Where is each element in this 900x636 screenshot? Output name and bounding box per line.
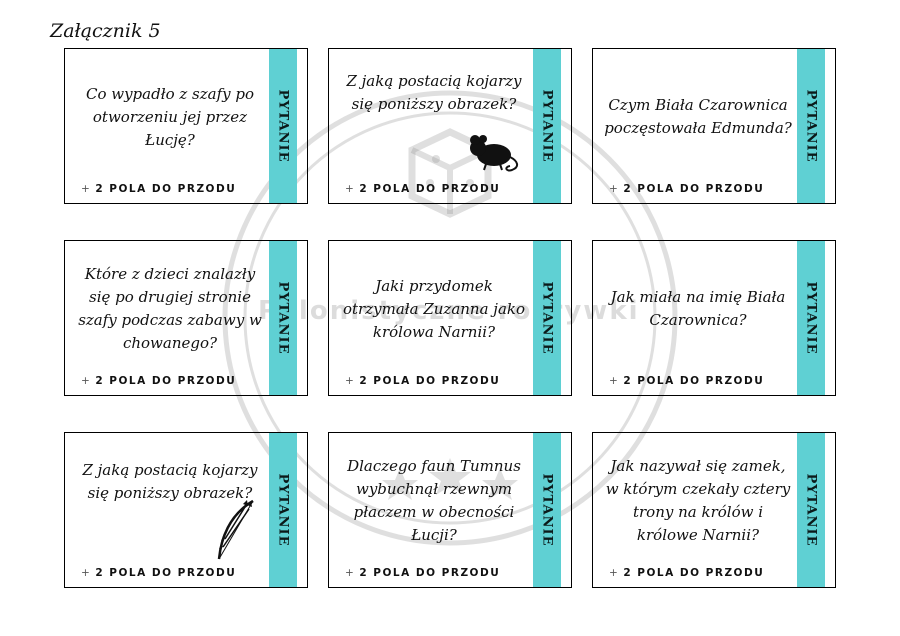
card-reward: +2 POLA DO PRZODU (81, 183, 237, 195)
question-card: Dlaczego faun Tumnus wybuchnął rzewnym p… (328, 432, 572, 588)
card-question: Jak miała na imię Biała Czarownica? (610, 288, 786, 329)
card-label: PYTANIE (803, 281, 819, 355)
card-label: PYTANIE (539, 89, 555, 163)
question-card: Jaki przydomek otrzymała Zuzanna jako kr… (328, 240, 572, 396)
card-label-strip: PYTANIE (269, 49, 297, 203)
card-question: Z jaką postacią kojarzy się poniższy obr… (346, 72, 522, 113)
card-label: PYTANIE (539, 281, 555, 355)
card-question: Czym Biała Czarownica poczęstowała Edmun… (604, 96, 792, 137)
card-label: PYTANIE (539, 473, 555, 547)
card-label-strip: PYTANIE (797, 49, 825, 203)
card-reward: +2 POLA DO PRZODU (81, 567, 237, 579)
question-card: Z jaką postacią kojarzy się poniższy obr… (64, 432, 308, 588)
card-question: Dlaczego faun Tumnus wybuchnął rzewnym p… (347, 457, 521, 544)
question-card: Z jaką postacią kojarzy się poniższy obr… (328, 48, 572, 204)
card-label-strip: PYTANIE (269, 433, 297, 587)
card-label: PYTANIE (803, 89, 819, 163)
card-label-strip: PYTANIE (533, 49, 561, 203)
card-reward: +2 POLA DO PRZODU (609, 183, 765, 195)
watermark-text: Polonistyczne rozrywki (258, 296, 640, 326)
card-question: Jak nazywał się zamek, w którym czekały … (605, 457, 791, 544)
bow-and-arrows-icon (217, 499, 254, 560)
card-label: PYTANIE (803, 473, 819, 547)
card-label-strip: PYTANIE (797, 241, 825, 395)
card-question: Z jaką postacią kojarzy się poniższy obr… (82, 461, 258, 502)
question-card: Jak nazywał się zamek, w którym czekały … (592, 432, 836, 588)
card-question: Jaki przydomek otrzymała Zuzanna jako kr… (342, 276, 526, 341)
card-reward: +2 POLA DO PRZODU (345, 567, 501, 579)
card-label: PYTANIE (275, 89, 291, 163)
card-question: Co wypadło z szafy po otworzeniu jej prz… (85, 84, 255, 149)
card-question: Które z dzieci znalazły się po drugiej s… (78, 265, 262, 352)
card-label-strip: PYTANIE (533, 241, 561, 395)
card-reward: +2 POLA DO PRZODU (609, 375, 765, 387)
card-reward: +2 POLA DO PRZODU (81, 375, 237, 387)
card-label: PYTANIE (275, 281, 291, 355)
question-card: Jak miała na imię Biała Czarownica? PYTA… (592, 240, 836, 396)
card-label-strip: PYTANIE (269, 241, 297, 395)
card-label-strip: PYTANIE (533, 433, 561, 587)
card-reward: +2 POLA DO PRZODU (345, 375, 501, 387)
card-reward: +2 POLA DO PRZODU (345, 183, 501, 195)
card-label: PYTANIE (275, 473, 291, 547)
card-label-strip: PYTANIE (797, 433, 825, 587)
mouse-icon (470, 135, 518, 172)
card-reward: +2 POLA DO PRZODU (609, 567, 765, 579)
question-card: Które z dzieci znalazły się po drugiej s… (64, 240, 308, 396)
question-card: Co wypadło z szafy po otworzeniu jej prz… (64, 48, 308, 204)
page-title: Załącznik 5 (50, 20, 161, 42)
question-card: Czym Biała Czarownica poczęstowała Edmun… (592, 48, 836, 204)
